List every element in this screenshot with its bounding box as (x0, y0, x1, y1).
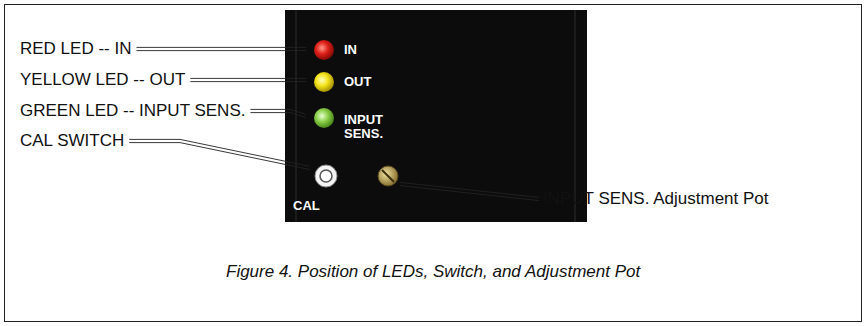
callout-label: CAL SWITCH (20, 132, 124, 150)
callout-label: INPUT SENS. Adjustment Pot (543, 190, 769, 208)
callout-label: GREEN LED -- INPUT SENS. (20, 102, 245, 120)
leader-line (136, 50, 306, 51)
panel-marking: INPUT SENS. (344, 113, 396, 140)
panel-marking: IN (344, 43, 357, 57)
front-panel (285, 10, 587, 222)
figure-caption: Figure 4. Position of LEDs, Switch, and … (226, 263, 640, 281)
callout-label: YELLOW LED -- OUT (20, 71, 185, 89)
cal-switch (315, 165, 337, 187)
leader-line (400, 186, 539, 201)
leader-line (190, 81, 306, 82)
leader-line (129, 139, 310, 166)
panel-marking: CAL (293, 199, 320, 213)
green-led (314, 108, 334, 128)
yellow-led (314, 72, 334, 92)
leader-line (136, 47, 306, 48)
adjustment-pot (378, 166, 398, 186)
leader-line (400, 182, 539, 197)
red-led (314, 40, 334, 60)
leader-line (250, 113, 306, 118)
leader-line (190, 78, 306, 79)
figure-border (5, 5, 862, 322)
leader-line (129, 143, 310, 170)
leader-lines (129, 47, 539, 200)
leader-line (250, 109, 306, 114)
callout-label: RED LED -- IN (20, 40, 131, 58)
panel-marking: OUT (344, 75, 371, 89)
